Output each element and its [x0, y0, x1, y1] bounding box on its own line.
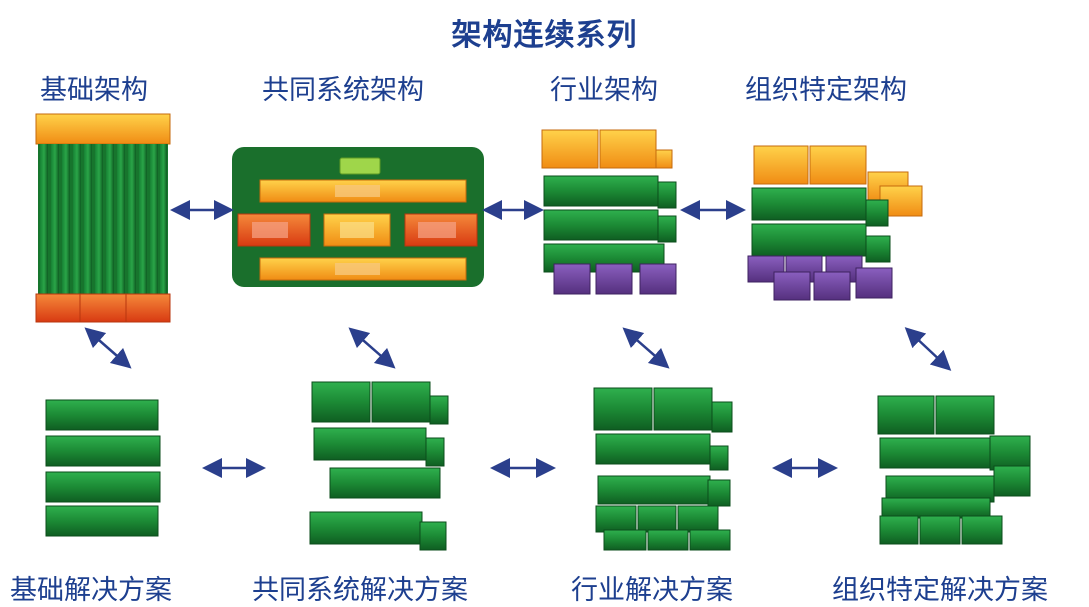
- label-common-systems-solutions: 共同系统解决方案: [252, 575, 468, 606]
- organization-solutions-graphic: [877, 395, 1031, 545]
- foundation-solutions-graphic: [45, 399, 161, 537]
- label-organization-solutions: 组织特定解决方案: [832, 575, 1048, 606]
- label-organization-architecture: 组织特定架构: [745, 75, 907, 106]
- connector-arrows: [84, 200, 952, 478]
- industry-architecture-graphic: [541, 129, 677, 295]
- arrow-diag-4: [904, 327, 952, 371]
- label-common-systems-architecture: 共同系统架构: [262, 75, 424, 106]
- arrow-diag-3: [622, 327, 670, 369]
- organization-architecture-graphic: [747, 145, 923, 301]
- label-foundation-architecture: 基础架构: [40, 75, 148, 106]
- arrow-diag-1: [84, 327, 132, 369]
- arrow-diag-2: [348, 327, 396, 369]
- common-systems-architecture-graphic: [232, 147, 484, 287]
- industry-solutions-graphic: [593, 387, 733, 551]
- label-foundation-solutions: 基础解决方案: [10, 575, 172, 606]
- common-systems-solutions-graphic: [309, 381, 449, 551]
- foundation-architecture-graphic: [35, 113, 171, 323]
- diagram-title: 架构连续系列: [451, 18, 638, 53]
- label-industry-architecture: 行业架构: [550, 75, 658, 106]
- label-industry-solutions: 行业解决方案: [571, 575, 733, 606]
